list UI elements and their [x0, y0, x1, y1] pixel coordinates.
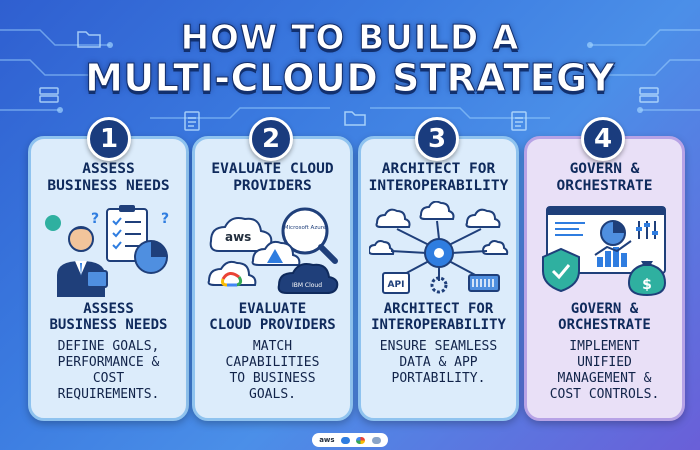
title-line-1: HOW TO BUILD A [180, 18, 520, 59]
aws-logo: aws [319, 436, 335, 444]
step-number-badge: 1 [87, 117, 131, 161]
dollar-label: $ [642, 277, 652, 293]
step-card-govern: GOVERN & ORCHESTRATE $ GOVERN & ORCHESTR… [524, 136, 685, 421]
step-heading: GOVERN & ORCHESTRATE [556, 161, 653, 194]
step-card-architect: ARCHITECT FOR INTEROPERABILITY API ARCHI… [358, 136, 519, 421]
step-number-badge: 4 [581, 117, 625, 161]
api-label: API [388, 280, 405, 290]
ibm-label: IBM Cloud [292, 282, 322, 289]
step-heading: ARCHITECT FOR INTEROPERABILITY [368, 161, 509, 194]
step-card-assess: ASSESS BUSINESS NEEDS ? ? ASSESS BUSINES… [28, 136, 189, 421]
step-heading: ASSESS BUSINESS NEEDS [47, 161, 170, 194]
title-line-2: MULTI-CLOUD STRATEGY [85, 56, 615, 101]
ibm-cloud-icon: IBM Cloud [277, 263, 339, 294]
business-person-illustration: ? ? [45, 205, 169, 297]
azure-triangle-icon [251, 240, 301, 266]
dashboard-illustration: $ [542, 206, 667, 297]
step-heading: EVALUATE CLOUD PROVIDERS [211, 161, 334, 194]
step-number-badge: 2 [249, 117, 293, 161]
aws-cloud-icon: aws [209, 217, 273, 252]
step-description: DEFINE GOALS, PERFORMANCE & COST REQUIRE… [57, 339, 160, 402]
azure-magnifier-icon: Microsoft Azure [281, 207, 338, 264]
svg-text:?: ? [91, 211, 99, 227]
step-subheading: EVALUATE CLOUD PROVIDERS [209, 301, 336, 333]
interoperability-hub-illustration: API [369, 201, 509, 294]
google-cloud-logo-icon [356, 436, 366, 444]
step-subheading: ASSESS BUSINESS NEEDS [49, 301, 168, 333]
step-subheading: GOVERN & ORCHESTRATE [558, 301, 651, 333]
svg-text:?: ? [161, 211, 169, 227]
google-cloud-icon [207, 260, 257, 287]
step-description: IMPLEMENT UNIFIED MANAGEMENT & COST CONT… [549, 339, 660, 402]
azure-label: Microsoft Azure [284, 225, 327, 231]
provider-logos-footer: aws [312, 433, 388, 447]
azure-logo-icon [340, 436, 350, 444]
step-number-badge: 3 [415, 117, 459, 161]
cloud-providers-illustration: aws Microsoft Azure IBM Cloud [207, 207, 339, 294]
document-icon [184, 111, 527, 131]
step-card-evaluate: EVALUATE CLOUD PROVIDERS aws Microsoft A… [192, 136, 353, 421]
step-subheading: ARCHITECT FOR INTEROPERABILITY [371, 301, 506, 333]
ibm-cloud-logo-icon [371, 436, 381, 444]
step-description: MATCH CAPABILITIES TO BUSINESS GOALS. [225, 339, 320, 402]
step-description: ENSURE SEAMLESS DATA & APP PORTABILITY. [379, 339, 498, 386]
aws-label: aws [225, 230, 251, 244]
